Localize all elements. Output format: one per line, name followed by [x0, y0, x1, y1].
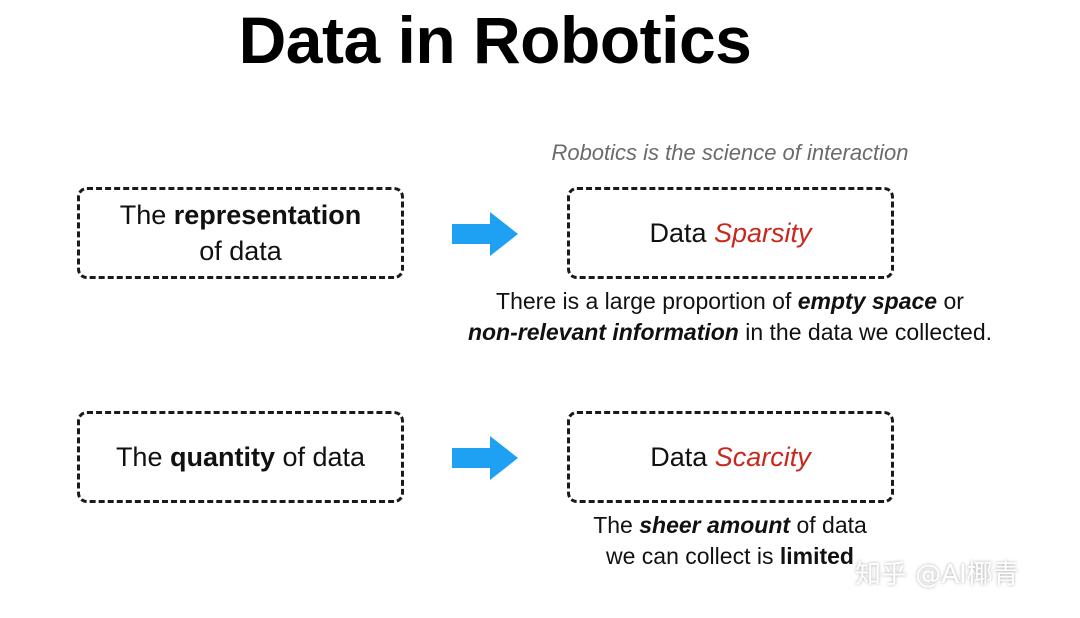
quantity-box: The quantity of data [77, 411, 404, 503]
scarcity-label-plain: Data [650, 442, 715, 472]
representation-box: The representation of data [77, 187, 404, 279]
sparsity-desc-l1-emph: empty space [797, 288, 938, 314]
representation-label-pre: The [119, 200, 174, 230]
right-arrow-icon [452, 212, 518, 256]
watermark: 知乎 @AI椰青 [855, 560, 1019, 590]
sparsity-desc-l2-post: in the data we collected. [738, 319, 993, 345]
scarcity-box: Data Scarcity [567, 411, 894, 503]
quantity-label-pre: The [115, 442, 170, 472]
sparsity-desc-l1-pre: There is a large proportion of [496, 288, 798, 314]
quantity-label-post: of data [274, 442, 366, 472]
representation-label-bold: representation [173, 200, 362, 230]
sparsity-desc-l1-post: or [937, 288, 964, 314]
scarcity-label-highlight: Scarcity [714, 442, 811, 472]
subtitle: Robotics is the science of interaction [551, 140, 909, 165]
sparsity-desc-l2-emph: non-relevant information [467, 319, 739, 345]
sparsity-description: There is a large proportion of empty spa… [420, 286, 1040, 348]
quantity-label-bold: quantity [169, 442, 275, 472]
sparsity-label-plain: Data [649, 218, 714, 248]
scarcity-desc-l2-bold: limited [779, 543, 854, 569]
scarcity-description: The sheer amount of data we can collect … [530, 510, 930, 572]
representation-label-post: of data [199, 236, 282, 266]
scarcity-desc-l1-pre: The [593, 512, 640, 538]
right-arrow-icon [452, 436, 518, 480]
sparsity-box: Data Sparsity [567, 187, 894, 279]
scarcity-desc-l1-post: of data [790, 512, 867, 538]
scarcity-desc-l1-emph: sheer amount [639, 512, 791, 538]
page-title: Data in Robotics [238, 3, 752, 77]
sparsity-label-highlight: Sparsity [714, 218, 812, 248]
scarcity-desc-l2-pre: we can collect is [606, 543, 780, 569]
